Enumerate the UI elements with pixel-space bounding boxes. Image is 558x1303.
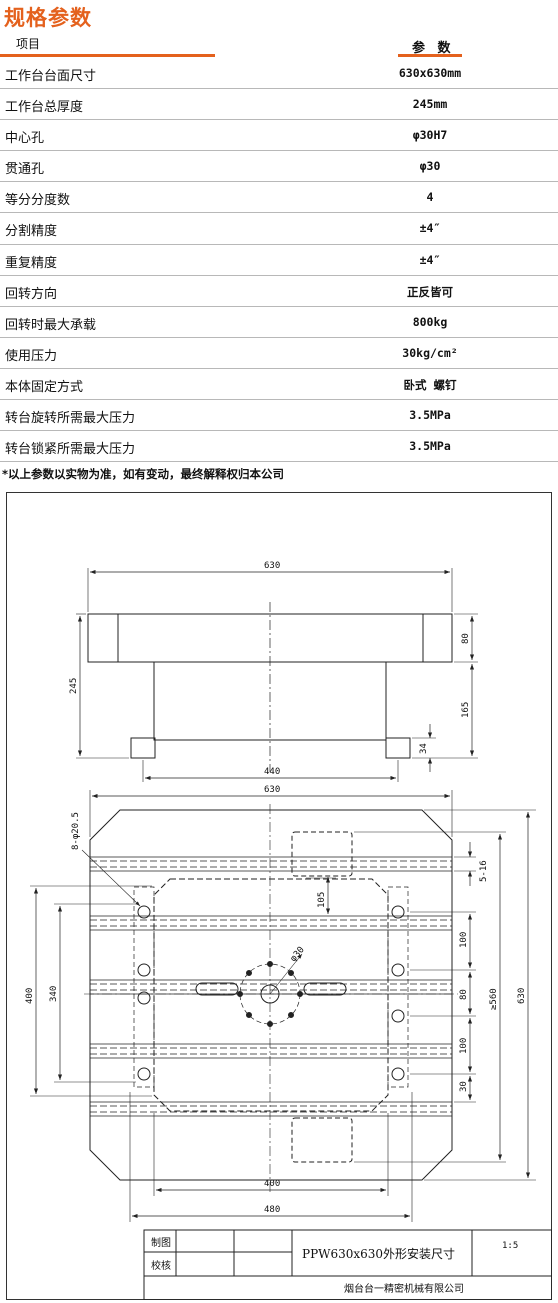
- spec-label: 工作台台面尺寸: [5, 69, 97, 84]
- header-underline-item: [0, 54, 215, 57]
- spec-value: 4: [426, 190, 434, 205]
- dim-label: 480: [264, 1205, 280, 1215]
- dim-label: 8-φ20.5: [71, 812, 81, 850]
- spec-label: 转台锁紧所需最大压力: [5, 442, 136, 458]
- title-block-text: 制图 校核 PPW630x630外形安装尺寸 1:5 烟台台一精密机械有限公司: [151, 1236, 518, 1295]
- spec-label: 分割精度: [5, 224, 58, 240]
- spec-value: φ30: [419, 159, 441, 174]
- spec-value: φ30H7: [412, 128, 448, 143]
- spec-row: 转台旋转所需最大压力 3.5MPa: [0, 400, 558, 432]
- spec-value: 800kg: [412, 314, 448, 329]
- spec-row: 分割精度 ±4″: [0, 213, 558, 245]
- dim-label: ≥560: [489, 988, 499, 1010]
- spec-row: 工作台总厚度 245mm: [0, 89, 558, 121]
- left-foot: [130, 737, 156, 759]
- header-underline-param: [398, 54, 462, 57]
- spec-label: 贯通孔: [5, 162, 45, 178]
- spec-row: 贯通孔 φ30: [0, 151, 558, 183]
- column-header-item: 项目: [16, 37, 41, 51]
- pad-top: [291, 831, 353, 877]
- spec-value: 245mm: [412, 97, 448, 112]
- spec-value: 卧式 螺钉: [403, 377, 457, 392]
- page-title: 规格参数: [4, 6, 92, 30]
- pad-bottom: [291, 1117, 353, 1163]
- tb-checked: 校核: [151, 1259, 171, 1272]
- spec-row: 本体固定方式 卧式 螺钉: [0, 369, 558, 401]
- dim-label: 30: [459, 1081, 469, 1092]
- dim-label: 400: [25, 988, 35, 1004]
- spec-label: 回转方向: [5, 286, 58, 302]
- spec-row: 回转时最大承载 800kg: [0, 307, 558, 338]
- tb-scale: 1:5: [502, 1241, 518, 1251]
- dim-label: 100: [459, 932, 469, 948]
- title-block: [143, 1229, 552, 1300]
- tb-drawn: 制图: [151, 1236, 171, 1249]
- column-header-param: 参 数: [412, 41, 455, 56]
- dim-label: 105: [317, 892, 327, 908]
- spec-label: 使用压力: [5, 348, 58, 364]
- dim-label: 80: [461, 633, 471, 644]
- spec-value: 630x630mm: [398, 66, 462, 80]
- spec-row: 使用压力 30kg/cm²: [0, 338, 558, 369]
- spec-label: 等分分度数: [5, 193, 71, 209]
- tb-company: 烟台台一精密机械有限公司: [344, 1282, 464, 1295]
- dim-label: 440: [264, 767, 280, 777]
- dim-label: 245: [69, 678, 79, 694]
- spec-row: 重复精度 ±4″: [0, 245, 558, 276]
- spec-row: 中心孔 φ30H7: [0, 120, 558, 152]
- plan-view: [30, 790, 536, 1222]
- spec-table: 工作台台面尺寸 630x630mm 工作台总厚度 245mm 中心孔 φ30H7 贯通…: [0, 58, 558, 463]
- spec-label: 回转时最大承载: [5, 317, 97, 333]
- dim-label: 165: [461, 702, 471, 718]
- t-slots: [90, 860, 452, 1113]
- spec-row: 回转方向 正反皆可: [0, 276, 558, 307]
- technical-drawing: 630 245 80 165 34 440 630 8-φ20.5 5-16 1…: [6, 492, 552, 1300]
- body-hidden-outline: [153, 878, 389, 1112]
- tb-drawing-name: PPW630x630外形安装尺寸: [302, 1246, 455, 1261]
- dim-label: 5-16: [479, 860, 489, 882]
- spec-label: 本体固定方式: [5, 379, 84, 395]
- dim-label: 630: [264, 561, 280, 571]
- dim-label: 34: [419, 743, 429, 754]
- spec-label: 工作台总厚度: [5, 100, 84, 116]
- spec-label: 重复精度: [5, 255, 58, 271]
- spec-value: 3.5MPa: [409, 439, 451, 454]
- spec-value: ±4″: [419, 252, 441, 267]
- front-view: [76, 568, 478, 782]
- spec-label: 中心孔: [5, 131, 45, 147]
- dim-label: 630: [517, 988, 527, 1004]
- right-foot: [385, 737, 411, 759]
- dim-label: 100: [459, 1038, 469, 1054]
- slot-left: [195, 982, 239, 996]
- mounting-holes: [137, 905, 405, 1081]
- slot-right: [303, 982, 347, 996]
- dim-label: 340: [49, 986, 59, 1002]
- dim-label: 80: [459, 989, 469, 1000]
- disclaimer-note: *以上参数以实物为准，如有变动，最终解释权归本公司: [2, 467, 285, 481]
- spec-row: 转台锁紧所需最大压力 3.5MPa: [0, 431, 558, 463]
- table-outline: [89, 809, 453, 1181]
- spec-value: 正反皆可: [407, 284, 453, 299]
- spec-value: 3.5MPa: [409, 408, 451, 423]
- dim-label: 630: [264, 785, 280, 795]
- dim-label: φ30: [289, 945, 307, 964]
- dimension-labels: 630 245 80 165 34 440 630 8-φ20.5 5-16 1…: [25, 561, 527, 1215]
- spec-label: 转台旋转所需最大压力: [5, 411, 136, 427]
- dim-label: 400: [264, 1179, 280, 1189]
- spec-value: 30kg/cm²: [402, 345, 458, 360]
- spec-row: 等分分度数 4: [0, 182, 558, 214]
- spec-value: ±4″: [419, 221, 441, 236]
- spec-row: 工作台台面尺寸 630x630mm: [0, 58, 558, 90]
